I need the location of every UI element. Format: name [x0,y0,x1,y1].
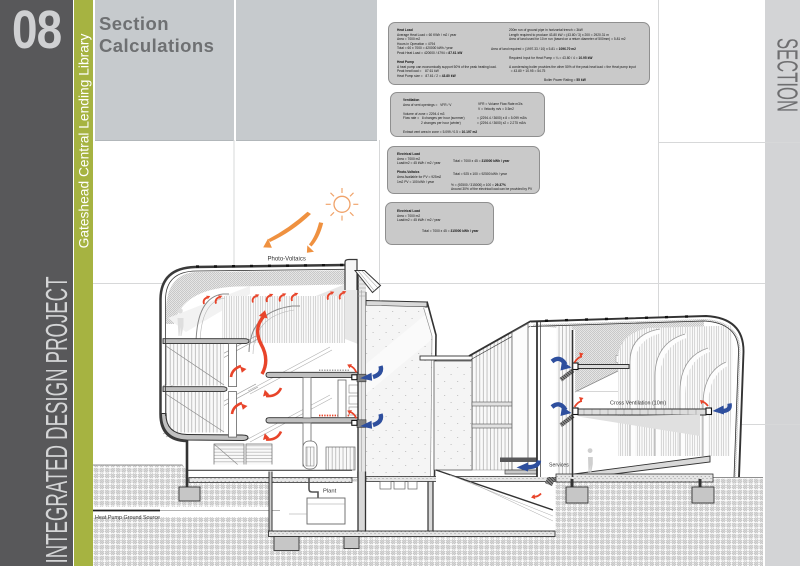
svg-text:Heat Pump Ground Source: Heat Pump Ground Source [95,515,160,521]
svg-text:Plant: Plant [323,489,337,495]
svg-text:Cross Ventilation (10m): Cross Ventilation (10m) [610,401,666,407]
svg-text:Photo-Voltaics: Photo-Voltaics [268,256,306,262]
svg-text:Services: Services [549,463,569,469]
